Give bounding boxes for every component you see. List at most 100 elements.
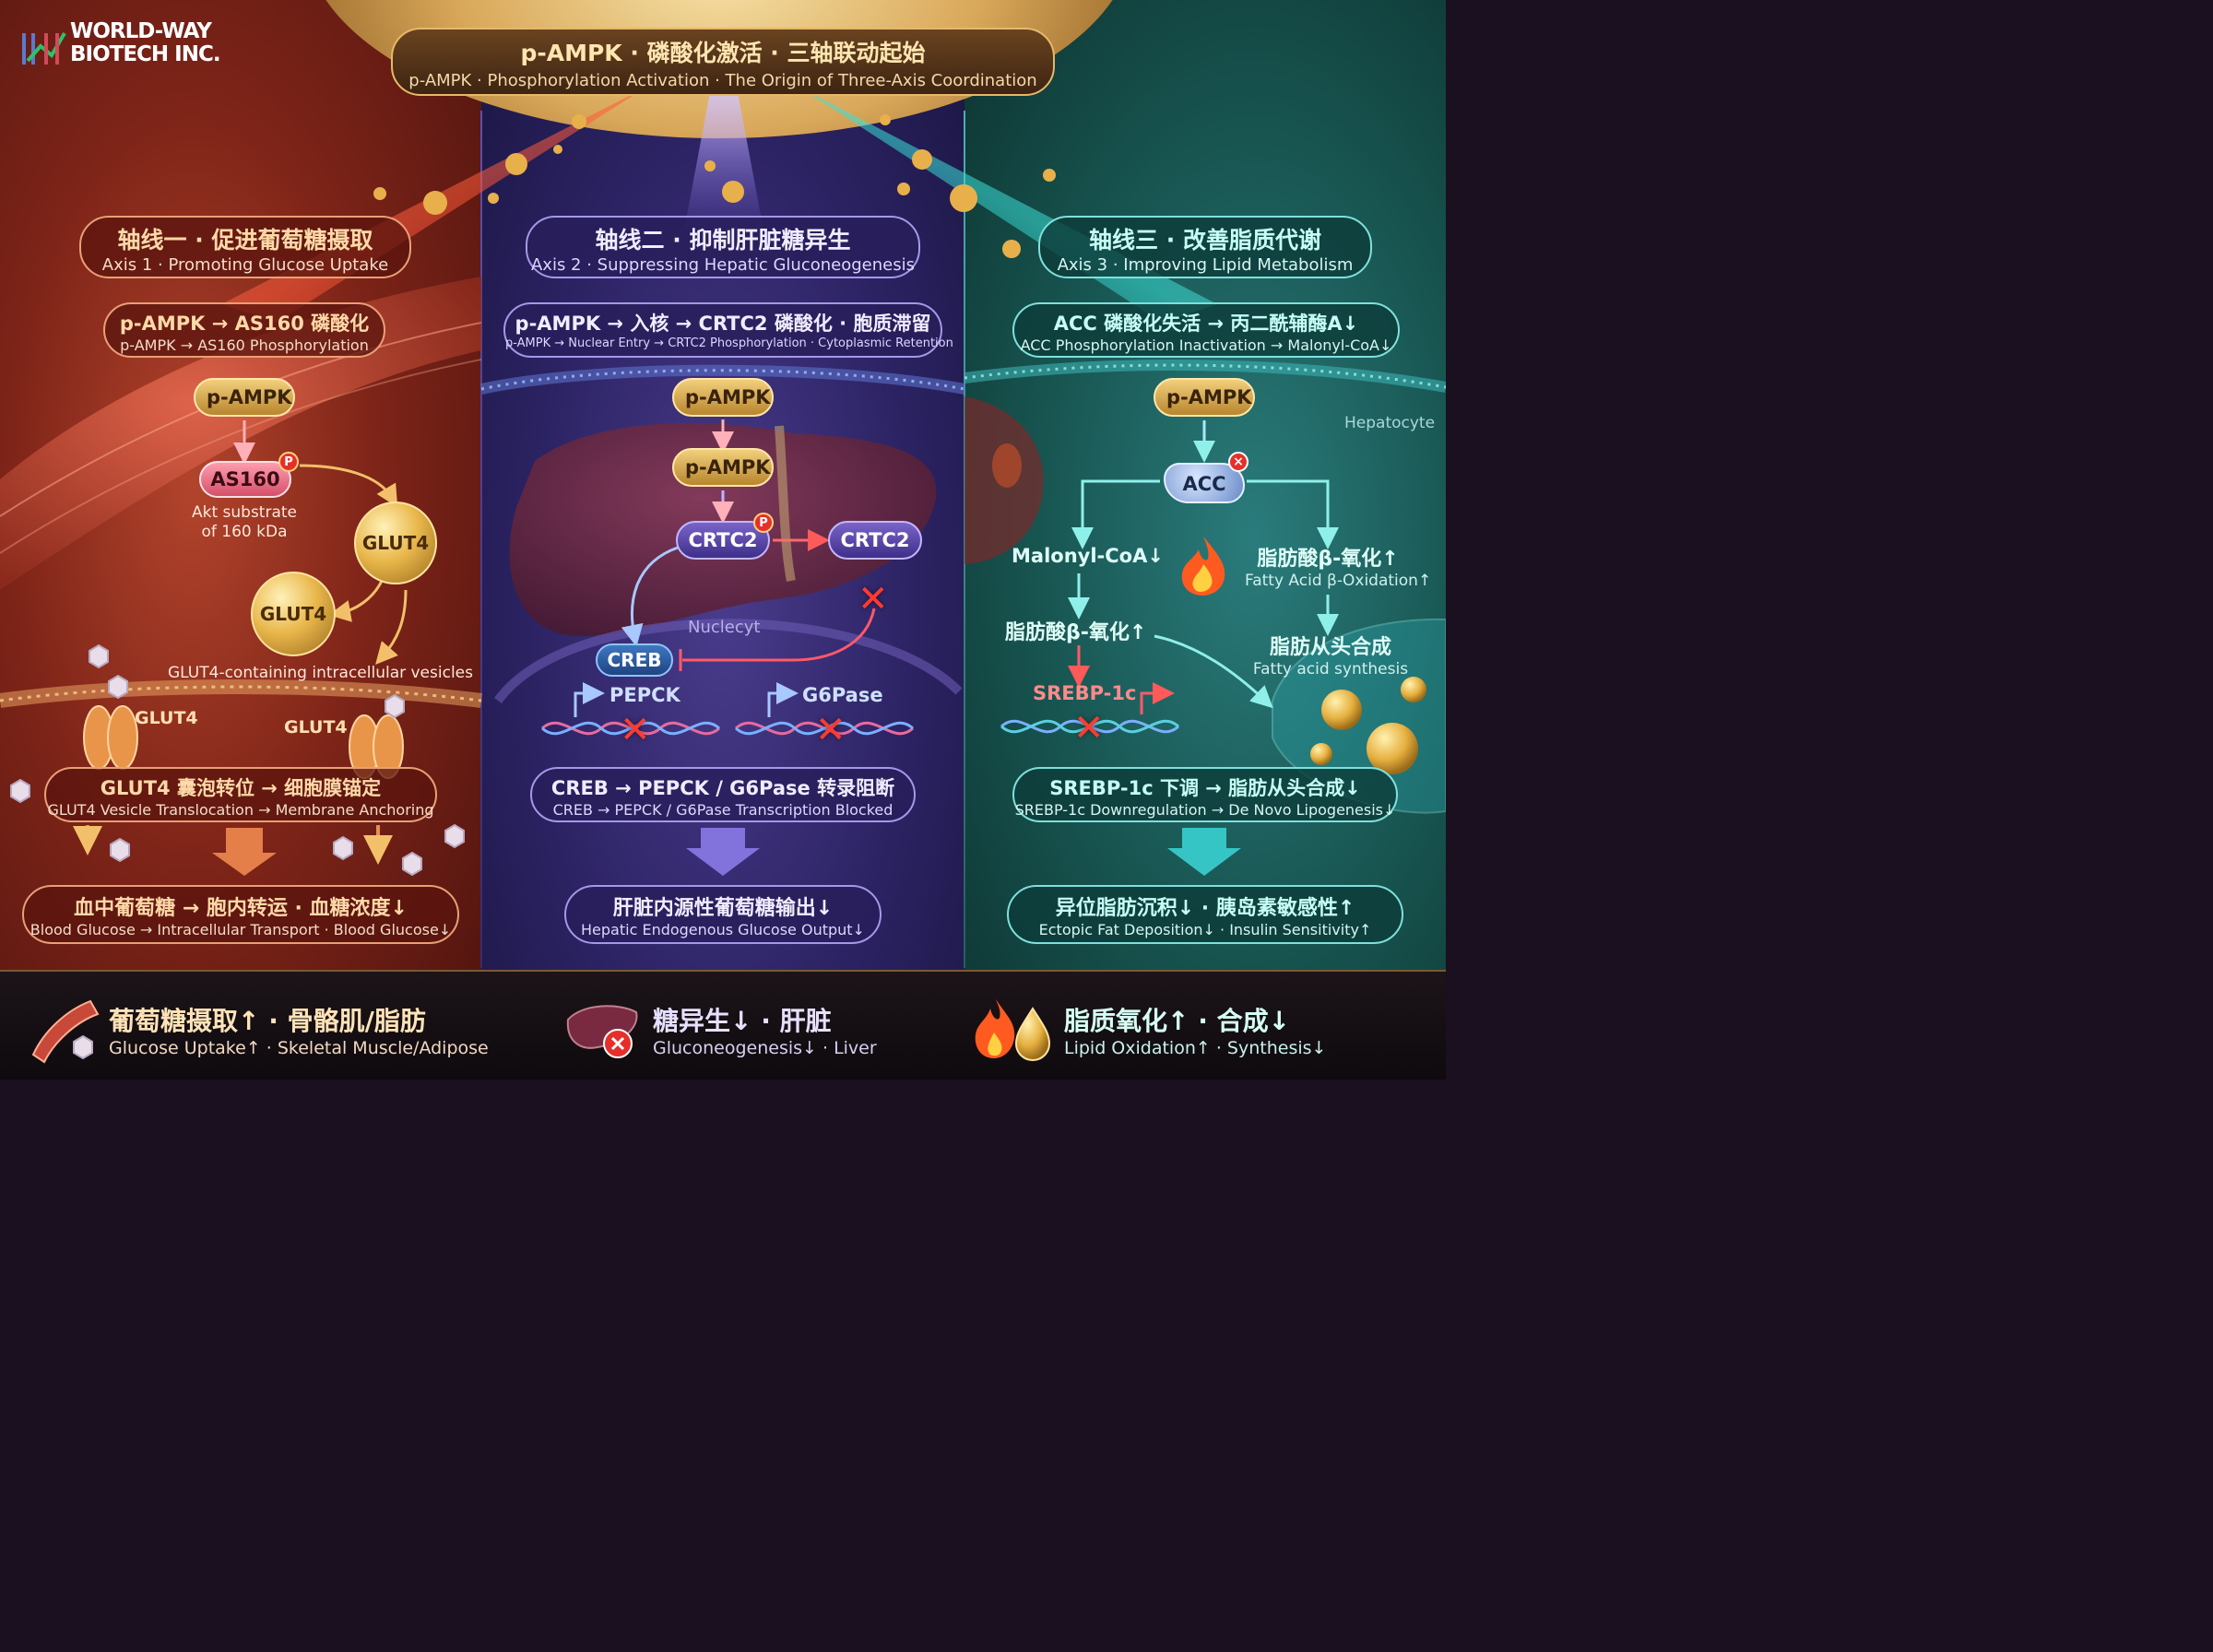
flame-oil-icon [975,999,1051,1062]
axis2-title: 轴线二 · 抑制肝脏糖异生 Axis 2 · Suppressing Hepat… [526,216,920,278]
oil-drop-icon [1014,1007,1051,1062]
flame-icon [1181,537,1225,596]
axis2-result1-zh: CREB → PEPCK / G6Pase 转录阻断 [550,777,895,799]
dna-helix-g6pase [734,721,915,736]
beta-ox-right-en: Fatty Acid β-Oxidation↑ [1245,572,1432,590]
cross-icon-srebp: ✕ [1073,707,1105,749]
down-arrow-axis3 [1167,828,1241,876]
dna-helix-pepck [540,721,721,736]
liver-icon [566,1005,638,1058]
glucose-hexagons [10,643,465,877]
footer-item2-zh: 糖异生↓ · 肝脏 [653,1006,832,1036]
down-arrow-axis1 [212,828,277,876]
axis1-result2-en: Blood Glucose → Intracellular Transport … [30,921,452,938]
axis1-title-en: Axis 1 · Promoting Glucose Uptake [101,255,389,275]
axis3-result1-zh: SREBP-1c 下调 → 脂肪从头合成↓ [1049,777,1361,799]
srebp-1c-label: SREBP-1c [1033,682,1137,704]
down-arrow-axis2 [686,828,760,876]
beta-oxidation-right: 脂肪酸β-氧化↑ Fatty Acid β-Oxidation↑ [1245,542,1432,590]
axis3-step: ACC 磷酸化失活 → 丙二酰辅酶A↓ ACC Phosphorylation … [1012,302,1400,358]
axis3-title: 轴线三 · 改善脂质代谢 Axis 3 · Improving Lipid Me… [1038,216,1372,278]
axis2-step-zh: p-AMPK → 入核 → CRTC2 磷酸化 · 胞质滞留 [515,313,931,335]
axis1-step: p-AMPK → AS160 磷酸化 p-AMPK → AS160 Phosph… [103,302,385,358]
energy-particles [373,114,1056,258]
header-title-en: p-AMPK · Phosphorylation Activation · Th… [408,71,1037,90]
axis2-node-p-ampk-1: p-AMPK [672,378,774,417]
dna-helix-srebp [1000,719,1180,734]
inhibition-path [682,608,876,662]
axis1-result-blood-glucose: 血中葡萄糖 → 胞内转运 · 血糖浓度↓ Blood Glucose → Int… [22,885,459,944]
fatty-acid-synthesis: 脂肪从头合成 Fatty acid synthesis [1252,631,1409,678]
axis1-result1-zh: GLUT4 囊泡转位 → 细胞膜锚定 [100,777,382,799]
axis2-title-zh: 轴线二 · 抑制肝脏糖异生 [595,227,851,254]
footer-item3-zh: 脂质氧化↑ · 合成↓ [1064,1006,1291,1036]
nuclear-envelope [493,619,963,703]
inactivation-badge-acc: × [1228,452,1249,472]
axis3-result2-en: Ectopic Fat Deposition↓ · Insulin Sensit… [1038,921,1372,938]
axis3-result-lipogenesis: SREBP-1c 下调 → 脂肪从头合成↓ SREBP-1c Downregul… [1012,767,1398,822]
cross-icon-g6pase: ✕ [815,709,846,751]
phospho-badge-crtc2: P [753,513,774,533]
axis1-step-zh: p-AMPK → AS160 磷酸化 [119,313,370,335]
node-crtc2: CRTC2 [828,521,922,560]
axis1-title: 轴线一 · 促进葡萄糖摄取 Axis 1 · Promoting Glucose… [79,216,411,278]
axis2-result2-zh: 肝脏内源性葡萄糖输出↓ [612,897,834,920]
vesicle-label: GLUT4-containing intracellular vesicles [168,664,473,682]
axis2-node-p-ampk-2: p-AMPK [672,448,774,487]
axis2-title-en: Axis 2 · Suppressing Hepatic Gluconeogen… [530,255,915,275]
axis2-result-glucose-output: 肝脏内源性葡萄糖输出↓ Hepatic Endogenous Glucose O… [564,885,882,944]
axis3-result1-en: SREBP-1c Downregulation → De Novo Lipoge… [1014,801,1396,819]
footer-item1-en: Glucose Uptake↑ · Skeletal Muscle/Adipos… [109,1038,489,1058]
hepatocyte-label: Hepatocyte [1344,414,1436,432]
axis3-step-zh: ACC 磷酸化失活 → 丙二酰辅酶A↓ [1053,313,1359,335]
header-banner: p-AMPK · 磷酸化激活 · 三轴联动起始 p-AMPK · Phospho… [391,28,1055,96]
gene-pepck: PEPCK [609,684,680,706]
axis1-title-zh: 轴线一 · 促进葡萄糖摄取 [117,227,373,254]
beam-purple [682,92,765,240]
header-title-zh: p-AMPK · 磷酸化激活 · 三轴联动起始 [520,40,926,66]
logo-line2: BIOTECH INC. [70,42,221,66]
muscle-icon [31,999,100,1064]
node-as160: AS160 [199,461,291,498]
footer-item3-en: Lipid Oxidation↑ · Synthesis↓ [1064,1038,1327,1058]
cross-icon-liver [610,1036,625,1051]
gene-g6pase: G6Pase [802,684,883,706]
as160-description: Akt substrate of 160 kDa [184,503,304,542]
logo-mark [22,31,66,65]
panel-divider-left [480,111,482,968]
beta-ox-right-zh: 脂肪酸β-氧化↑ [1257,548,1399,571]
footer-item2-en: Gluconeogenesis↓ · Liver [653,1038,877,1058]
glut4-vesicle-1: GLUT4 [354,502,437,584]
axis3-result2-zh: 异位脂肪沉积↓ · 胰岛素敏感性↑ [1055,897,1355,920]
axis3-result-insulin: 异位脂肪沉积↓ · 胰岛素敏感性↑ Ectopic Fat Deposition… [1007,885,1403,944]
axis1-result-translocation: GLUT4 囊泡转位 → 细胞膜锚定 GLUT4 Vesicle Translo… [44,767,437,822]
as160-desc-line1: Akt substrate [191,503,298,522]
axis3-node-p-ampk: p-AMPK [1154,378,1255,417]
phospho-badge-as160: P [278,452,299,472]
axis2-step: p-AMPK → 入核 → CRTC2 磷酸化 · 胞质滞留 p-AMPK → … [503,302,953,358]
malonyl-coa-label: Malonyl-CoA↓ [1012,545,1164,567]
synthesis-zh: 脂肪从头合成 [1269,636,1391,659]
axis1-step-en: p-AMPK → AS160 Phosphorylation [120,336,369,354]
axis3-title-en: Axis 3 · Improving Lipid Metabolism [1057,255,1354,275]
flame-icon [975,999,1015,1058]
glut4-membrane-label-2: GLUT4 [284,717,348,738]
summary-footer: 葡萄糖摄取↑ · 骨骼肌/脂肪 Glucose Uptake↑ · Skelet… [0,970,1446,1080]
cell-membrane-left [0,679,482,708]
axis1-result2-zh: 血中葡萄糖 → 胞内转运 · 血糖浓度↓ [74,897,408,920]
beam-teal [800,88,1217,323]
cross-icon-pepck: ✕ [620,709,651,751]
logo-line1: WORLD-WAY [70,19,212,43]
axis3-title-zh: 轴线三 · 改善脂质代谢 [1089,227,1321,254]
axis1-node-p-ampk: p-AMPK [194,378,295,417]
axis2-result-transcription: CREB → PEPCK / G6Pase 转录阻断 CREB → PEPCK … [530,767,916,822]
beta-oxidation-left: 脂肪酸β-氧化↑ [1005,621,1147,644]
node-creb: CREB [596,643,673,677]
axis1-result1-en: GLUT4 Vesicle Translocation → Membrane A… [47,801,434,819]
nucleus-label: Nuclecyt [688,618,761,637]
footer-item1-zh: 葡萄糖摄取↑ · 骨骼肌/脂肪 [109,1006,426,1036]
axis2-result2-en: Hepatic Endogenous Glucose Output↓ [581,921,865,938]
cross-icon-crtc2: ✕ [858,578,889,620]
glut4-vesicle-2: GLUT4 [251,572,336,656]
diagram-canvas: WORLD-WAY BIOTECH INC. p-AMPK · 磷酸化激活 · … [0,0,1446,1080]
